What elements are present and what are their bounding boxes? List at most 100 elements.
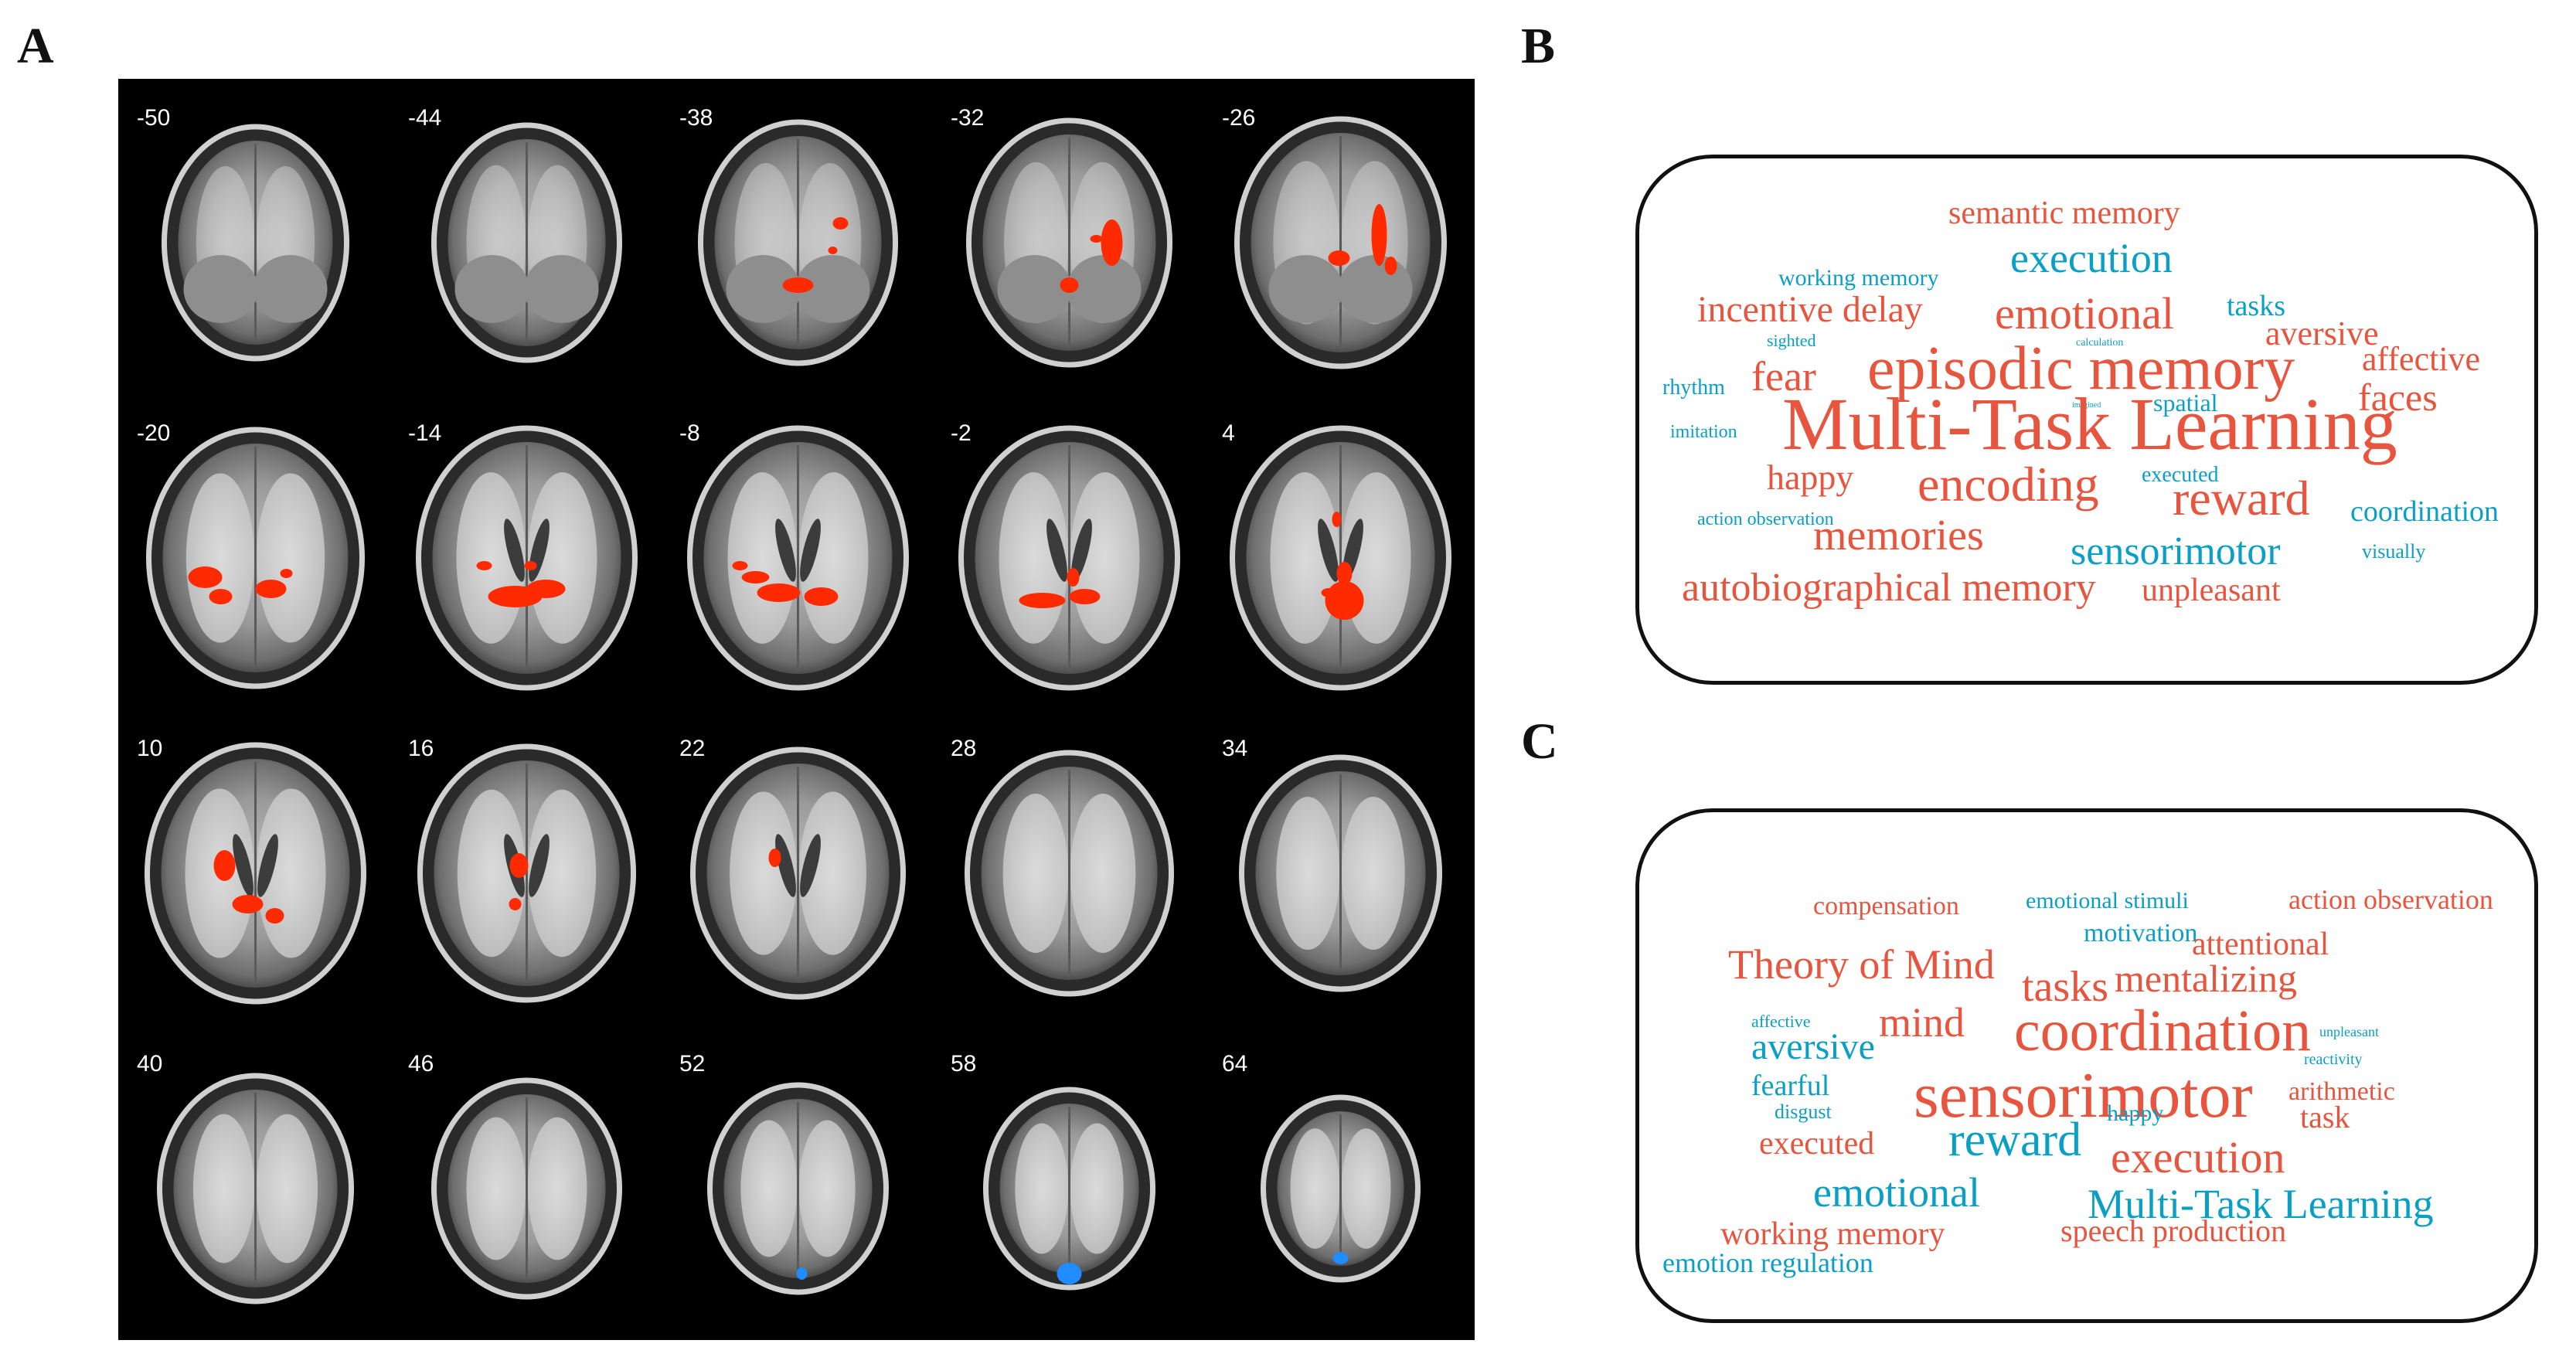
brain-slice: 34 (1222, 736, 1442, 992)
cerebellum (183, 255, 258, 323)
word-cloud-term: reward (1948, 1114, 2082, 1166)
activation-cluster-red (1332, 512, 1342, 527)
brain-slice: 22 (679, 736, 906, 1000)
word-cloud-term: autobiographical memory (1682, 566, 2096, 610)
white-matter (457, 789, 526, 958)
word-cloud-term: fearful (1751, 1070, 1830, 1102)
ventricle (257, 834, 278, 897)
cerebellum (997, 255, 1072, 323)
slice-z-label: -2 (951, 420, 972, 446)
activation-cluster-red (741, 571, 770, 583)
white-matter (1290, 1128, 1340, 1249)
brain-slice: 10 (137, 736, 366, 1005)
slice-z-label: 52 (679, 1051, 705, 1077)
activation-cluster-red (526, 580, 566, 598)
word-cloud-c: compensation emotional stimuli action obse… (1635, 808, 2538, 1323)
brain-slice: -44 (408, 105, 622, 363)
word-cloud-term: working memory (1720, 1216, 1945, 1252)
word-cloud-term: happy (2107, 1100, 2164, 1126)
word-cloud-term: emotional stimuli (2026, 888, 2189, 913)
word-cloud-term: mentalizing (2115, 957, 2298, 1000)
word-cloud-term: action observation (1697, 509, 1834, 529)
word-cloud-term: affective (1751, 1012, 1811, 1031)
word-cloud-term: disgust (1775, 1100, 1832, 1123)
activation-cluster-blue (796, 1267, 808, 1280)
white-matter (466, 1117, 526, 1260)
word-cloud-term: Theory of Mind (1728, 941, 1995, 988)
activation-cluster-red (832, 217, 849, 230)
white-matter (730, 791, 798, 955)
word-cloud-term: happy (1767, 458, 1854, 497)
white-matter (1070, 1123, 1124, 1254)
word-cloud-term: mind (1879, 999, 1965, 1046)
activation-cluster-red (1325, 581, 1364, 620)
slice-z-label: -32 (951, 105, 984, 131)
word-cloud-term: calculation (2076, 337, 2124, 349)
brain-slice: 64 (1222, 1051, 1421, 1283)
slice-z-label: 58 (951, 1051, 976, 1077)
white-matter (192, 1114, 255, 1264)
white-matter (798, 791, 866, 955)
slice-z-label: -38 (679, 105, 713, 131)
brain-slice: -26 (1222, 105, 1447, 369)
ventricle (800, 519, 821, 582)
word-cloud-term: attentional (2192, 927, 2329, 962)
word-cloud-term: Multi-Task Learning (2088, 1181, 2434, 1227)
slice-z-label: 46 (408, 1051, 434, 1077)
word-cloud-term: aversive (1751, 1026, 1875, 1067)
activation-cluster-red (782, 277, 814, 293)
activation-cluster-red (255, 580, 287, 598)
white-matter (1002, 794, 1069, 953)
word-cloud-term: coordination (2350, 495, 2499, 528)
word-cloud-term: unpleasant (2319, 1024, 2379, 1039)
activation-cluster-red (232, 895, 264, 913)
white-matter (1015, 1123, 1069, 1254)
brain-slice: -20 (137, 420, 365, 689)
word-cloud-term: action observation (2288, 884, 2493, 915)
word-cloud-term: rhythm (1662, 376, 1725, 400)
word-cloud-term: task (2300, 1100, 2350, 1134)
word-cloud-term: imagined (2072, 401, 2101, 410)
ventricle (775, 834, 796, 897)
word-cloud-term: sensorimotor (1914, 1060, 2253, 1131)
word-cloud-term: fear (1751, 353, 1816, 400)
activation-cluster-red (1019, 593, 1066, 608)
activation-cluster-red (1067, 568, 1080, 587)
brain-slice: -32 (951, 105, 1172, 368)
activation-cluster-red (524, 561, 537, 570)
brain-slice: 58 (951, 1051, 1155, 1291)
activation-cluster-blue (1332, 1252, 1349, 1264)
slice-z-label: -20 (137, 420, 170, 446)
panel-a-label: A (17, 18, 54, 74)
white-matter (798, 1120, 856, 1257)
slice-z-label: 4 (1222, 420, 1235, 446)
activation-cluster-blue (1057, 1263, 1082, 1284)
cerebellum (795, 255, 870, 323)
white-matter (256, 473, 325, 643)
ventricle (504, 519, 525, 582)
word-cloud-term: execution (2010, 235, 2173, 281)
word-cloud-term: visually (2362, 540, 2426, 563)
word-cloud-term: tasks (2227, 290, 2285, 322)
activation-cluster-red (1101, 219, 1123, 266)
activation-cluster-red (828, 247, 838, 254)
activation-cluster-red (768, 849, 781, 867)
word-cloud-term: compensation (1813, 892, 1959, 920)
word-cloud-term: incentive delay (1697, 289, 1923, 330)
white-matter (527, 472, 597, 644)
white-matter (256, 1114, 318, 1264)
word-cloud-term: tasks (2022, 963, 2108, 1011)
word-cloud-term: emotional (1813, 1169, 1980, 1216)
ventricle (529, 834, 550, 897)
activation-cluster-red (188, 566, 223, 588)
ventricle (1071, 519, 1092, 582)
brain-slice: -2 (951, 420, 1180, 691)
word-cloud-term: reward (2173, 471, 2310, 526)
ventricle (233, 834, 254, 897)
cerebellum (1067, 255, 1142, 323)
brain-slice: -14 (408, 420, 638, 691)
slice-z-label: -26 (1222, 105, 1255, 131)
activation-cluster-red (804, 587, 839, 606)
white-matter (527, 1117, 587, 1260)
